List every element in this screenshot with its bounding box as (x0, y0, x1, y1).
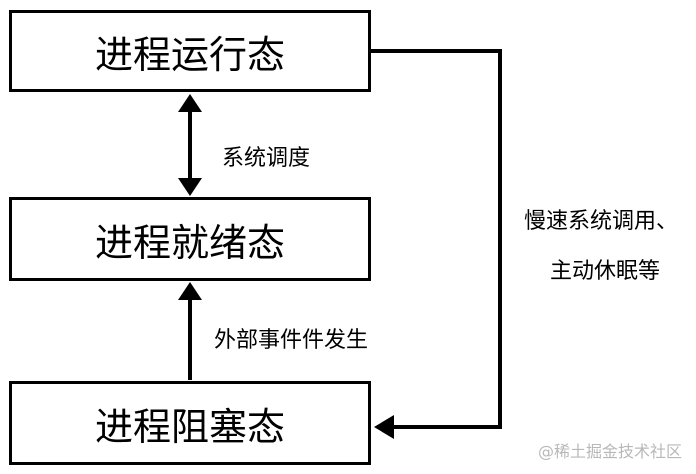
scheduling-arrow (178, 94, 202, 196)
event-arrow (178, 282, 202, 380)
slow-call-label-line1: 慢速系统调用、 (524, 209, 679, 234)
slow-call-label-line2: 主动休眠等 (550, 259, 661, 284)
state-ready-box: 进程就绪态 (9, 197, 371, 281)
external-event-label: 外部事件件发生 (214, 328, 369, 353)
state-running-label: 进程运行态 (94, 32, 285, 77)
slow-call-arrow (371, 49, 502, 439)
state-running-box: 进程运行态 (9, 10, 371, 92)
state-blocked-box: 进程阻塞态 (9, 381, 371, 465)
scheduling-label: 系统调度 (222, 146, 311, 171)
state-ready-label: 进程就绪态 (94, 220, 285, 265)
state-blocked-label: 进程阻塞态 (94, 404, 285, 449)
watermark-text: @稀土掘金技术社区 (537, 442, 682, 461)
